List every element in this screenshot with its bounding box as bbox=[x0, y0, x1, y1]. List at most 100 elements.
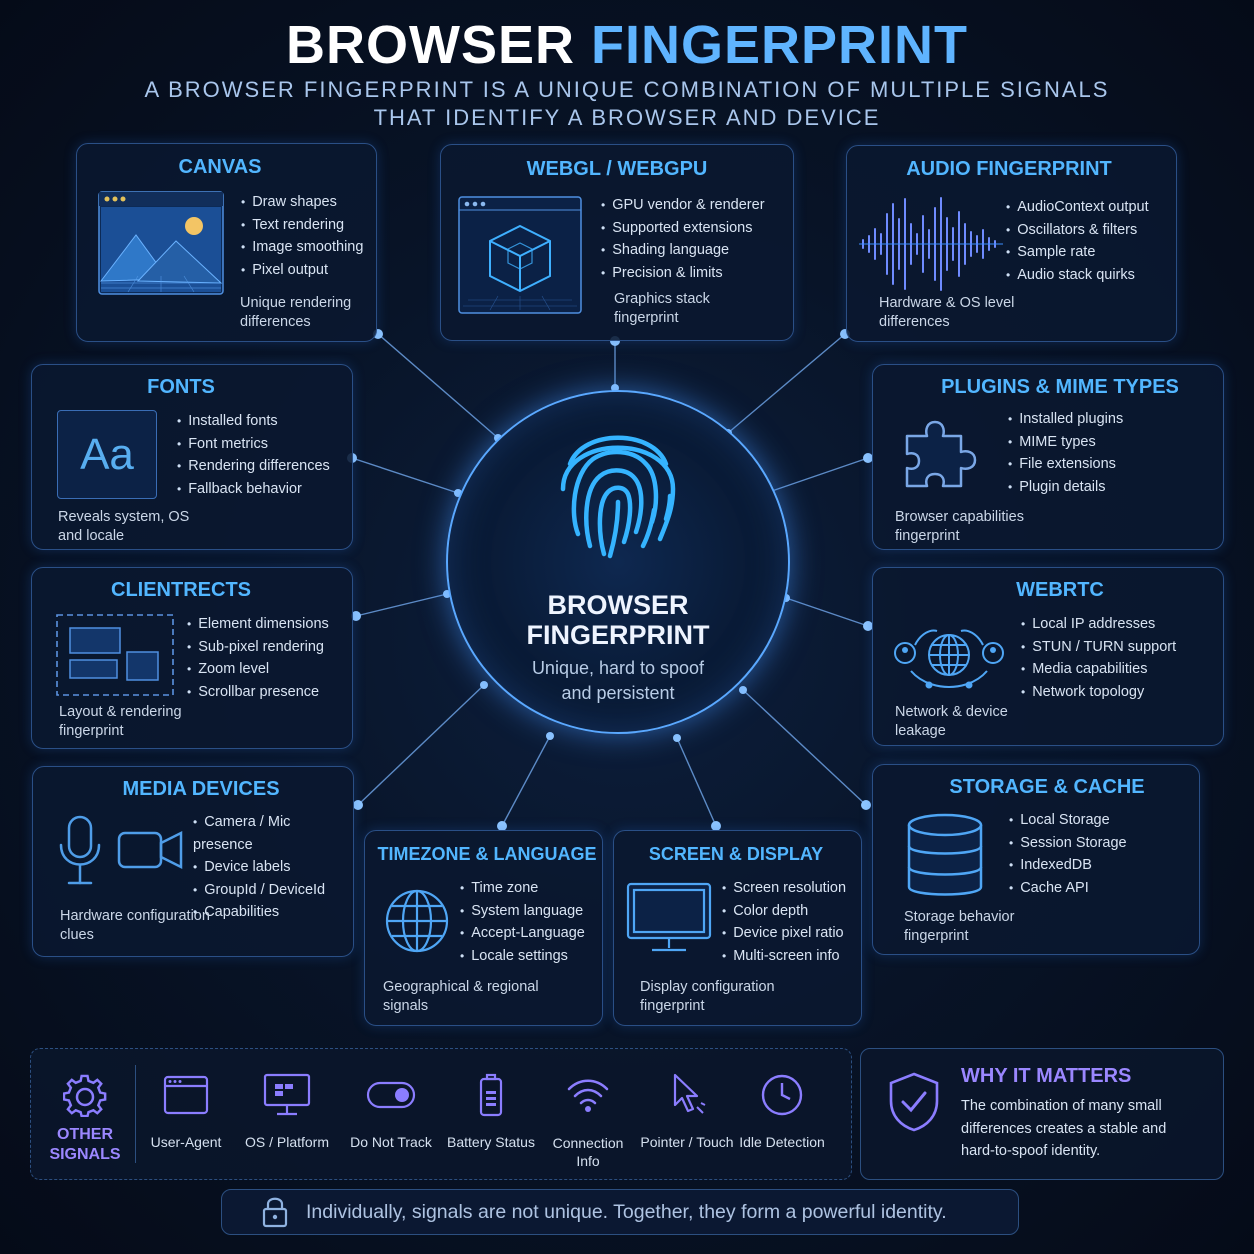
footnote-line: signals bbox=[383, 998, 429, 1014]
why-line: hard-to-spoof identity. bbox=[961, 1143, 1101, 1159]
card-title: CANVAS bbox=[178, 156, 262, 178]
signal-connection-info: Connection Info bbox=[541, 1049, 635, 1170]
list-item: Text rendering bbox=[241, 214, 363, 237]
card-canvas: CANVAS Draw shapes Text rendering Image … bbox=[76, 143, 377, 342]
database-icon bbox=[907, 813, 983, 896]
list-item: Screen resolution bbox=[722, 877, 846, 900]
list-item: Fallback behavior bbox=[177, 478, 330, 501]
card-fonts: FONTS Aa Installed fonts Font metrics Re… bbox=[31, 364, 353, 550]
title-main: BROWSER bbox=[285, 15, 575, 75]
card-title: STORAGE & CACHE bbox=[949, 776, 1145, 798]
card-title: FONTS bbox=[147, 376, 215, 398]
why-title: WHY IT MATTERS bbox=[961, 1065, 1132, 1087]
list-item: System language bbox=[460, 900, 585, 923]
list-item: Installed plugins bbox=[1008, 408, 1123, 431]
footnote-line: leakage bbox=[895, 723, 946, 739]
footnote-line: fingerprint bbox=[59, 723, 124, 739]
battery-icon bbox=[479, 1073, 503, 1117]
center-desc-1: Unique, hard to spoof bbox=[531, 658, 705, 678]
card-title: MEDIA DEVICES bbox=[122, 778, 280, 800]
list-item: Font metrics bbox=[177, 433, 330, 456]
card-title: AUDIO FINGERPRINT bbox=[906, 158, 1112, 180]
card-footnote: Layout & rendering fingerprint bbox=[59, 703, 182, 741]
card-title: PLUGINS & MIME TYPES bbox=[941, 376, 1179, 398]
signal-label: Connection bbox=[552, 1135, 624, 1151]
why-text: The combination of many small difference… bbox=[961, 1095, 1166, 1163]
pointer-icon bbox=[673, 1073, 706, 1114]
signal-os-platform: OS / Platform bbox=[239, 1049, 335, 1150]
center-desc-2: and persistent bbox=[561, 683, 675, 703]
font-icon: Aa bbox=[57, 410, 157, 499]
list-item: MIME types bbox=[1008, 431, 1123, 454]
toggle-icon bbox=[366, 1081, 416, 1109]
card-screen: SCREEN & DISPLAY Screen resolution Color… bbox=[613, 830, 862, 1026]
card-footnote: Network & device leakage bbox=[895, 703, 1008, 741]
browser-window-icon bbox=[163, 1075, 209, 1115]
footnote-line: Layout & rendering bbox=[59, 704, 182, 720]
waveform-icon bbox=[859, 197, 1003, 291]
list-item: Local Storage bbox=[1009, 809, 1127, 832]
monitor-icon bbox=[626, 882, 712, 952]
signal-battery-status: Battery Status bbox=[443, 1049, 539, 1150]
card-webrtc: WEBRTC Local IP addresses STUN / TURN su… bbox=[872, 567, 1224, 746]
card-list: Installed fonts Font metrics Rendering d… bbox=[177, 410, 330, 500]
subtitle-line-2: THAT IDENTIFY A BROWSER AND DEVICE bbox=[373, 105, 881, 130]
signal-do-not-track: Do Not Track bbox=[343, 1049, 439, 1150]
footnote-line: Graphics stack bbox=[614, 291, 710, 307]
divider bbox=[135, 1065, 136, 1163]
cube-icon bbox=[458, 196, 582, 314]
card-title: SCREEN & DISPLAY bbox=[648, 844, 824, 864]
card-storage: STORAGE & CACHE Local Storage Session St… bbox=[872, 764, 1200, 955]
signal-pointer-touch: Pointer / Touch bbox=[639, 1049, 735, 1150]
card-list: AudioContext output Oscillators & filter… bbox=[1006, 196, 1148, 286]
list-item: Cache API bbox=[1009, 877, 1127, 900]
list-item: Time zone bbox=[460, 877, 585, 900]
list-item: Image smoothing bbox=[241, 236, 363, 259]
list-item: Draw shapes bbox=[241, 191, 363, 214]
card-media-devices: MEDIA DEVICES Camera / Mic presence Devi… bbox=[32, 766, 354, 957]
card-list: Time zone System language Accept-Languag… bbox=[460, 877, 585, 967]
list-item: Local IP addresses bbox=[1021, 613, 1176, 636]
why-line: The combination of many small bbox=[961, 1098, 1162, 1114]
card-webgl: WEBGL / WEBGPU GPU vendor & renderer Sup… bbox=[440, 144, 794, 341]
footnote-line: fingerprint bbox=[640, 998, 705, 1014]
list-item: Shading language bbox=[601, 239, 765, 262]
list-item: Accept-Language bbox=[460, 922, 585, 945]
list-item: Supported extensions bbox=[601, 217, 765, 240]
signal-label-2: Info bbox=[576, 1153, 600, 1169]
globe-icon bbox=[385, 889, 449, 953]
wifi-icon bbox=[567, 1079, 609, 1112]
footnote-line: Reveals system, OS bbox=[58, 509, 190, 525]
list-item: Device labels bbox=[193, 856, 353, 879]
signal-label: User-Agent bbox=[150, 1134, 222, 1150]
list-item: Camera / Mic presence bbox=[193, 811, 353, 856]
footnote-line: fingerprint bbox=[904, 928, 969, 944]
list-item: GPU vendor & renderer bbox=[601, 194, 764, 217]
card-list: Draw shapes Text rendering Image smoothi… bbox=[241, 191, 363, 281]
list-item: Precision & limits bbox=[601, 262, 765, 285]
card-list: Local IP addresses STUN / TURN support M… bbox=[1021, 613, 1176, 703]
footnote-line: Hardware & OS level bbox=[879, 295, 1015, 311]
list-item: AudioContext output bbox=[1006, 196, 1148, 219]
list-item: Rendering differences bbox=[177, 455, 330, 478]
list-item: IndexedDB bbox=[1009, 854, 1127, 877]
clock-icon bbox=[761, 1074, 803, 1116]
page-title: BROWSER FINGERPRINT bbox=[0, 14, 1254, 76]
list-item: GroupId / DeviceId bbox=[193, 879, 353, 902]
page-subtitle: A BROWSER FINGERPRINT IS A UNIQUE COMBIN… bbox=[0, 76, 1254, 132]
list-item: Network topology bbox=[1021, 681, 1176, 704]
card-list: Element dimensions Sub-pixel rendering Z… bbox=[187, 613, 329, 703]
list-item: Multi-screen info bbox=[722, 945, 846, 968]
card-list: GPU vendor & renderer Supported extensio… bbox=[601, 194, 765, 285]
card-title: CLIENTRECTS bbox=[111, 579, 251, 601]
footnote-line: Network & device bbox=[895, 704, 1008, 720]
signal-label: Pointer / Touch bbox=[640, 1134, 734, 1150]
card-list: Camera / Mic presence Device labels Grou… bbox=[193, 811, 353, 924]
center-title-1: BROWSER bbox=[547, 590, 689, 620]
card-list: Local Storage Session Storage IndexedDB … bbox=[1009, 809, 1127, 900]
signal-label: Idle Detection bbox=[739, 1134, 825, 1150]
